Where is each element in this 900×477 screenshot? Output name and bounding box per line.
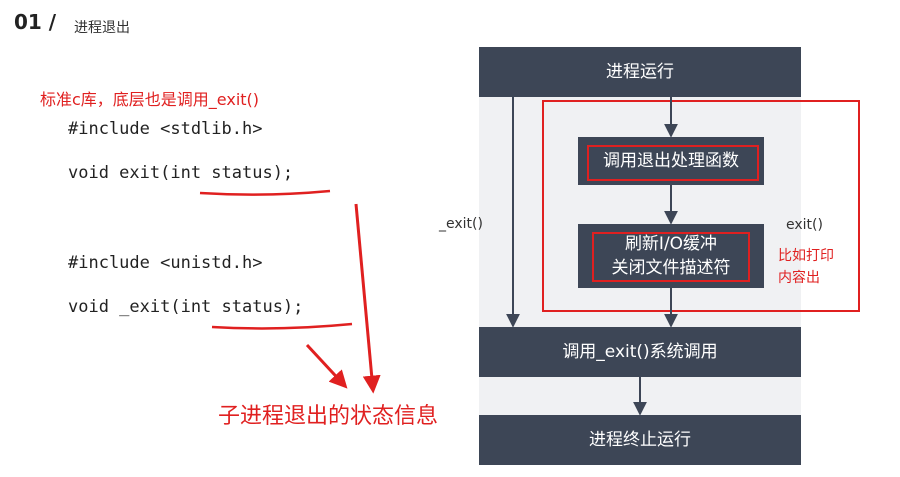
exit-path-label: exit() (786, 217, 823, 233)
arrow-exit-status-pointer (354, 203, 381, 394)
flush-highlight-frame (592, 232, 750, 282)
code-underscore-exit-signature: void _exit(int status); (68, 297, 304, 317)
underline-exit-param (199, 189, 331, 196)
box-exit-syscall: 调用_exit()系统调用 (479, 327, 801, 377)
box-process-terminated: 进程终止运行 (479, 415, 801, 465)
box-process-running: 进程运行 (479, 47, 801, 97)
section-title: 进程退出 (74, 20, 130, 36)
stdc-note: 标准c库，底层也是调用_exit() (40, 90, 260, 109)
handlers-highlight-frame (587, 145, 759, 181)
box-flush-io-line1: 刷新I/O缓冲 (624, 234, 718, 254)
code-include-stdlib: #include <stdlib.h> (68, 119, 263, 139)
section-number: 01 / (14, 10, 57, 34)
print-note-line2: 内容出 (778, 270, 820, 286)
code-include-unistd: #include <unistd.h> (68, 253, 263, 273)
underscore-exit-path-label: _exit() (439, 216, 483, 232)
box-process-terminated-label: 进程终止运行 (589, 430, 691, 450)
print-note: 比如打印 内容出 (778, 245, 834, 289)
box-exit-syscall-label: 调用_exit()系统调用 (562, 342, 718, 362)
underline-underscore-exit-param (211, 322, 353, 330)
exit-highlight-frame (542, 100, 860, 312)
print-note-line1: 比如打印 (778, 248, 834, 264)
box-call-exit-handlers-label: 调用退出处理函数 (603, 151, 739, 171)
box-flush-io-line2: 关闭文件描述符 (611, 258, 731, 278)
status-annotation: 子进程退出的状态信息 (218, 404, 439, 429)
arrow-underscore-exit-status-pointer (305, 343, 348, 389)
box-flush-io: 刷新I/O缓冲 关闭文件描述符 (578, 224, 764, 288)
code-exit-signature: void exit(int status); (68, 163, 294, 183)
box-process-running-label: 进程运行 (606, 62, 674, 82)
